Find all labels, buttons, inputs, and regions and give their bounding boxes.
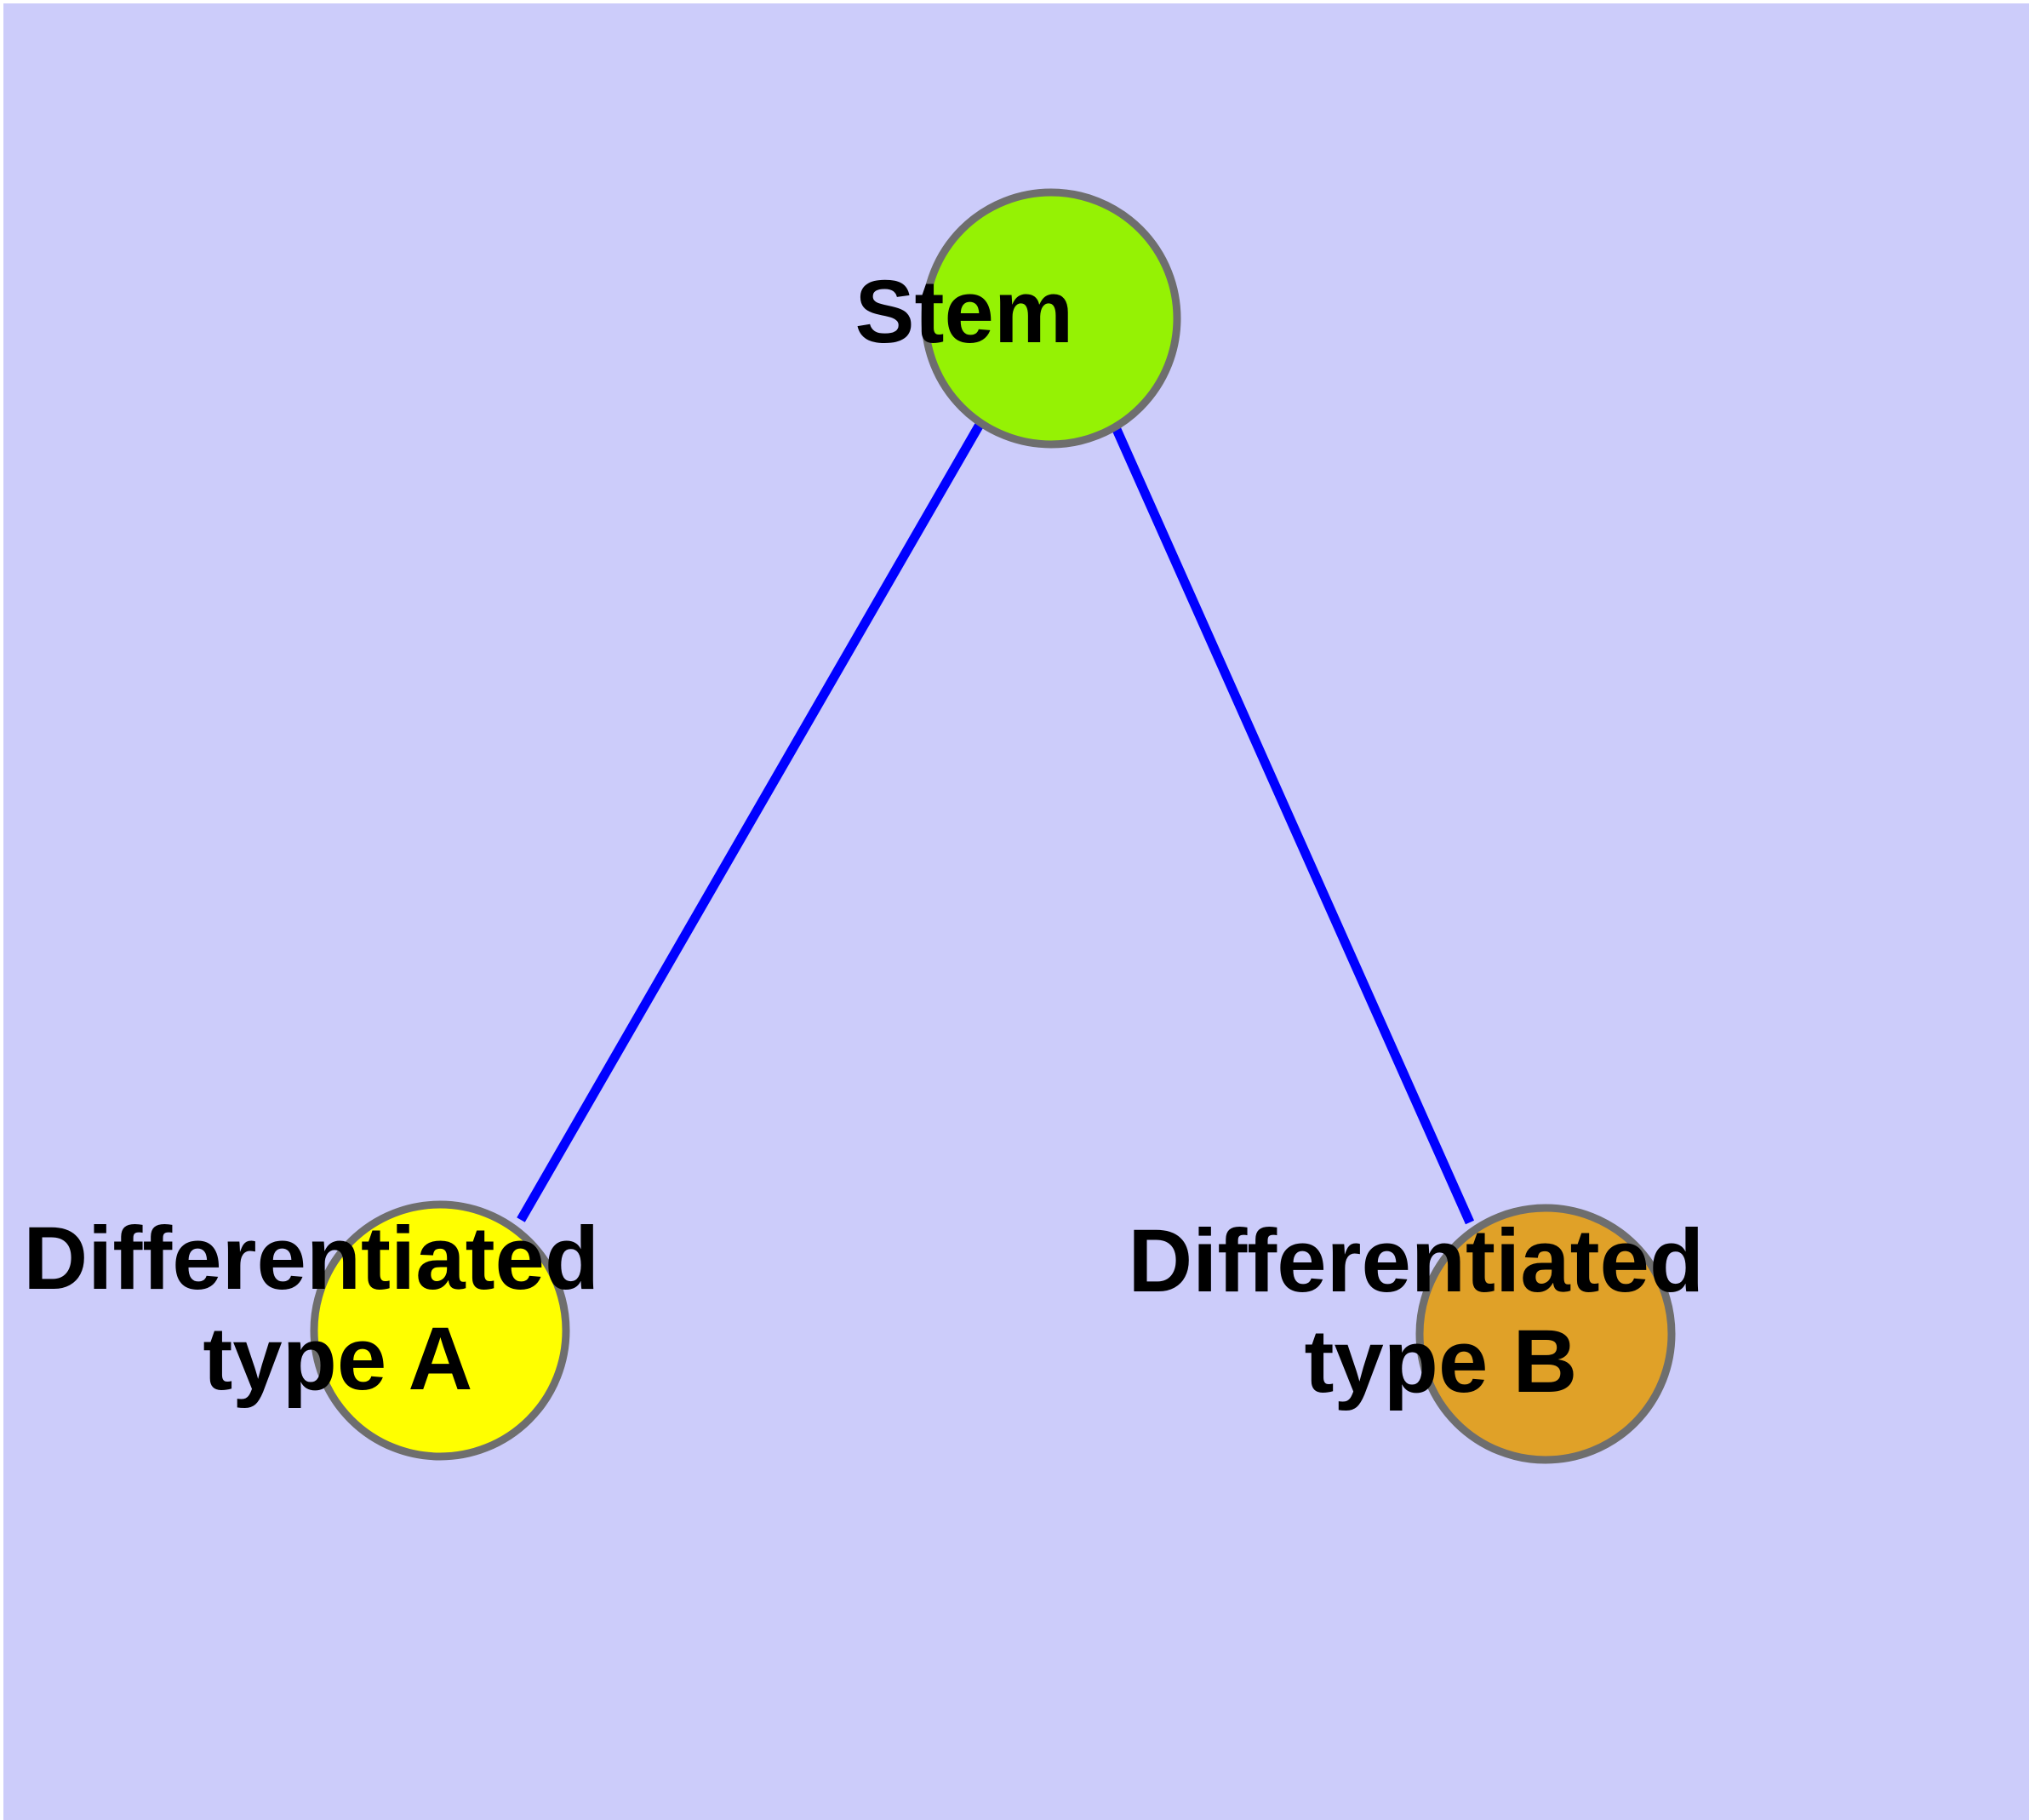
edge-layer xyxy=(517,421,1475,1225)
node-differentiated-type-b-label-line-2: type B xyxy=(1304,1312,1577,1411)
edge-stem-to-differentiated-type-a[interactable] xyxy=(517,421,985,1222)
label-layer: Stem Differentiated type A Differentiate… xyxy=(0,0,1704,1411)
node-differentiated-type-b-label: Differentiated type B xyxy=(1128,1211,1704,1411)
node-differentiated-type-a-circle[interactable] xyxy=(310,1200,570,1461)
top-margin-strip xyxy=(0,0,2029,3)
node-stem[interactable] xyxy=(921,188,1181,449)
edge-stem-to-differentiated-type-b[interactable] xyxy=(1110,423,1475,1225)
node-differentiated-type-b-label-line-1: Differentiated xyxy=(1128,1211,1704,1311)
node-stem-circle[interactable] xyxy=(921,188,1181,449)
left-margin-strip xyxy=(0,0,3,1820)
node-stem-label: Stem xyxy=(0,0,1247,362)
node-differentiated-type-a-label-line-2: type A xyxy=(203,1309,471,1409)
node-differentiated-type-b[interactable] xyxy=(1415,1204,1676,1464)
node-stem-label-line-1: Stem xyxy=(855,262,1074,362)
node-differentiated-type-b-circle[interactable] xyxy=(1415,1204,1676,1464)
node-differentiated-type-a-label: Differentiated type A xyxy=(0,0,823,1409)
node-layer xyxy=(310,188,1676,1464)
node-differentiated-type-a-label-line-1: Differentiated xyxy=(23,1209,599,1308)
node-differentiated-type-a[interactable] xyxy=(310,1200,570,1461)
